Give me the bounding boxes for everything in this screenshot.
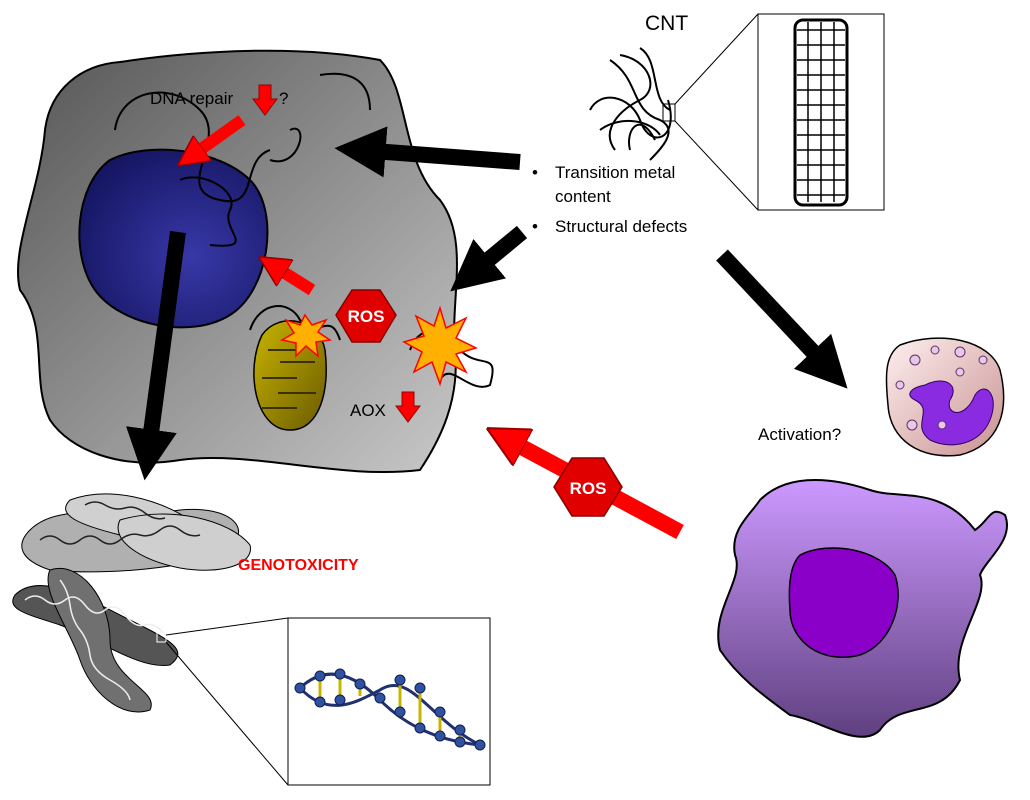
arrow-cnt-to-cell: [450, 225, 528, 292]
genotoxicity-label: GENOTOXICITY: [238, 557, 359, 574]
zoom-line: [165, 617, 289, 636]
red-arrow-ros-nucleus: [272, 265, 316, 296]
arrow-cnt-to-nucleus: [334, 126, 521, 178]
bullet-transition-metal: Transition metal: [555, 163, 675, 182]
dna-double-helix: [294, 668, 486, 751]
ros-hexagon-cell: ROS: [335, 289, 397, 343]
svg-text:•: •: [532, 217, 538, 236]
dna-zoom-marker: [156, 632, 167, 643]
svg-text:•: •: [532, 163, 538, 182]
arrow-nucleus-to-chromosome: [126, 230, 186, 481]
down-arrow-icon: [252, 84, 278, 116]
mitochondrion-cristae: [262, 349, 316, 409]
ros-label: ROS: [570, 479, 607, 498]
macrophage-nucleus: [788, 547, 899, 658]
cnt-label: CNT: [645, 12, 688, 35]
chromosomes: [12, 493, 251, 713]
ros-label: ROS: [348, 307, 385, 326]
dna-repair-label: DNA repair: [150, 89, 233, 108]
nanotube-image: [793, 18, 849, 207]
cnt-tangle: [589, 47, 672, 161]
zoom-line: [674, 13, 759, 105]
activation-label: Activation?: [758, 425, 841, 444]
cnt-properties-list: • Transition metal content • Structural …: [532, 163, 687, 236]
aox-label: AOX: [350, 401, 386, 420]
red-arrow-repair-nucleus: [190, 115, 246, 157]
zoom-line: [165, 641, 289, 786]
explosion-icon: [279, 313, 333, 358]
ros-hexagon-macrophage: ROS: [553, 457, 623, 517]
bullet-content: content: [555, 187, 611, 206]
question-mark: ?: [279, 89, 288, 108]
arrow-cnt-to-neutrophil: [716, 249, 848, 389]
down-arrow-icon: [395, 391, 421, 423]
explosion-icon: [402, 305, 479, 387]
zoom-line: [674, 120, 759, 211]
neutrophil-nucleus: [909, 380, 994, 446]
cnt-zoom-marker: [662, 103, 676, 122]
neutrophil-granules: [895, 345, 988, 431]
bullet-structural-defects: Structural defects: [555, 217, 687, 236]
